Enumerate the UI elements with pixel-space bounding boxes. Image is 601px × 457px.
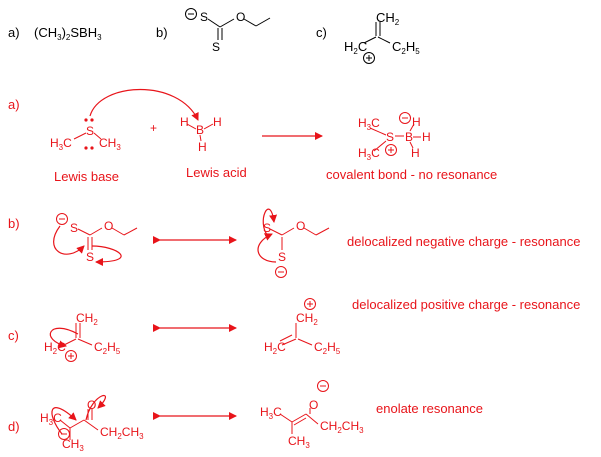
top-h2c: H2C [344, 39, 368, 56]
label-b-top: b) [156, 25, 168, 40]
row-b-o: O [104, 219, 114, 233]
row-a-lone-pairs [84, 118, 94, 150]
row-d-left-bonds [59, 409, 99, 440]
row-b-right-arrow1 [262, 208, 278, 237]
adduct-h3c-bottom: H3C [358, 146, 380, 162]
row-c-c2h5: C2H5 [94, 340, 121, 356]
row-a-bonds [73, 123, 421, 152]
row-d-h3c: H3C [40, 411, 62, 427]
row-c-left-charge [65, 350, 77, 362]
row-c-caption: delocalized positive charge - resonance [352, 297, 581, 312]
row-a-s: S [86, 124, 95, 138]
row-b-left-charge [56, 213, 68, 225]
row-b-r-s1: S [263, 221, 272, 235]
adduct-h-bottom: H [411, 146, 420, 160]
xanthate-top-s2: S [212, 40, 221, 54]
row-c-r-h2c: H2C [264, 340, 286, 356]
label-c-top: c) [316, 25, 327, 40]
adduct-h3c: H3C [358, 116, 380, 132]
top-alkene-charge [363, 52, 375, 64]
row-d-r-ch2ch3: CH2CH3 [320, 419, 364, 435]
row-c-r-c2h5: C2H5 [314, 340, 341, 356]
row-d-label: d) [8, 419, 20, 434]
adduct-charges [385, 112, 411, 156]
row-d-r-ch3: CH3 [288, 434, 310, 450]
row-d-left-charge [58, 428, 70, 440]
row-b-s1: S [70, 221, 79, 235]
row-c-ch2: CH2 [76, 311, 98, 327]
row-c-r-ch2: CH2 [296, 311, 318, 327]
top-c2h5: C2H5 [392, 39, 420, 56]
row-a-ch3: CH3 [99, 136, 121, 152]
adduct-b: B [405, 130, 414, 144]
row-c-right-bonds [279, 323, 313, 346]
bh3-h2: H [213, 115, 222, 129]
top-ch2: CH2 [376, 10, 400, 27]
row-d-caption: enolate resonance [376, 401, 483, 416]
row-b-right-bonds [269, 227, 330, 250]
row-d-left-arrow2 [85, 394, 106, 421]
row-b-label: b) [8, 216, 20, 231]
row-d-left-arrow1 [51, 407, 77, 435]
row-b-r-s2: S [278, 250, 287, 264]
plus-sign: + [150, 121, 158, 135]
row-a-label: a) [8, 97, 20, 112]
row-b-right-arrow2 [257, 233, 277, 263]
row-b-s2: S [86, 250, 95, 264]
bh3-h3: H [198, 140, 207, 154]
xanthate-top-s: S [200, 10, 209, 24]
row-b-r-o: O [296, 219, 306, 233]
row-d-ch2ch3: CH2CH3 [100, 425, 144, 441]
formula-dimethylsulfide-borane: (CH3)2SBH3 [34, 25, 102, 42]
covalent-bond-caption: covalent bond - no resonance [326, 167, 498, 182]
xanthate-top-o: O [236, 10, 246, 24]
row-d-r-h3c: H3C [260, 405, 282, 421]
bh3-b: B [196, 123, 205, 137]
bh3-h1: H [180, 115, 189, 129]
lewis-base-caption: Lewis base [54, 169, 120, 184]
row-d-r-o: O [309, 398, 319, 412]
row-d-right-charge [317, 380, 329, 392]
row-b-right-charge [275, 266, 287, 278]
lewis-acid-caption: Lewis acid [186, 165, 247, 180]
row-b-left-bonds [77, 227, 138, 250]
row-a-h3c: H3C [50, 136, 72, 152]
top-alkene-bonds [363, 22, 391, 44]
row-d-right-bonds [279, 408, 319, 434]
row-b-caption: delocalized negative charge - resonance [347, 234, 581, 249]
row-a-curved-arrow [89, 89, 199, 121]
row-b-left-arrow1 [53, 225, 85, 255]
label-a-top: a) [8, 25, 20, 40]
row-c-left-arrow [49, 327, 79, 349]
adduct-s: S [386, 130, 395, 144]
adduct-h-top: H [412, 115, 421, 129]
top-xanthate-charge [185, 8, 197, 20]
row-d-ch3: CH3 [62, 437, 84, 453]
adduct-h-right: H [422, 130, 431, 144]
top-xanthate-bonds [207, 17, 271, 40]
row-c-right-charge [304, 298, 316, 310]
row-b-left-arrow2 [91, 245, 122, 266]
row-c-label: c) [8, 328, 19, 343]
